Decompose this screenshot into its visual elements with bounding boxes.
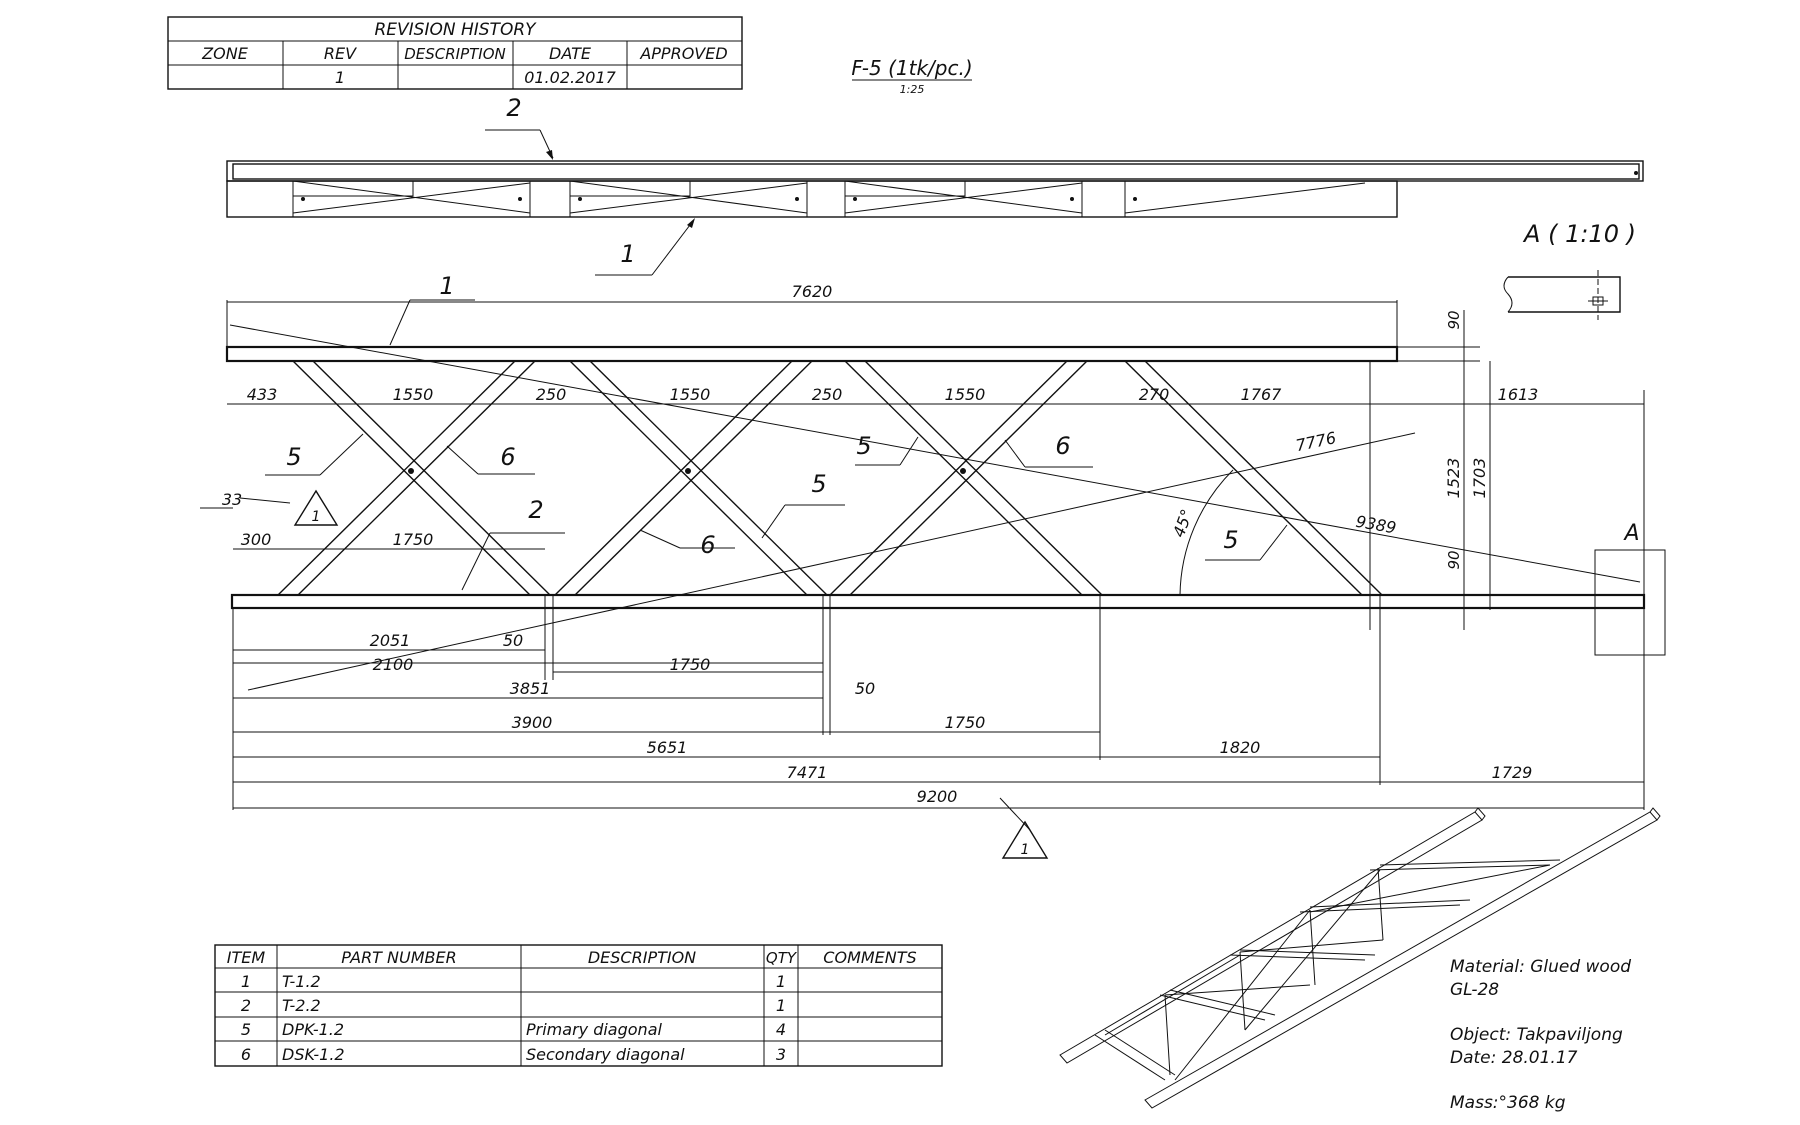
callout-2-top: 2 [506,94,521,122]
dim-1820: 1820 [1220,738,1261,757]
note-object: Object: Takpaviljong [1450,1025,1623,1045]
dim-1523: 1523 [1444,458,1463,499]
revision-table-title: REVISION HISTORY [374,20,537,40]
parts-row-3-qty: 4 [776,1020,786,1039]
callout-6-c: 6 [1055,432,1070,460]
dim-9200: 9200 [917,787,958,806]
parts-row-2-qty: 1 [776,996,786,1015]
callout-5-a: 5 [286,443,301,471]
callout-5-d: 5 [1223,526,1238,554]
parts-row-3-part: DPK-1.2 [282,1020,344,1039]
notes-block: Material: Glued wood GL-28 Object: Takpa… [1450,957,1631,1113]
dim-1750-b: 1750 [670,655,711,674]
dim-1550-a: 1550 [393,385,434,404]
dim-433: 433 [247,385,278,404]
dim-90-top: 90 [1445,310,1463,329]
dim-1767: 1767 [1241,385,1283,404]
dim-1729: 1729 [1492,763,1533,782]
revision-history-table: REVISION HISTORY ZONE REV DESCRIPTION DA… [167,16,743,90]
dim-90-bottom: 90 [1445,550,1463,569]
dim-9389: 9389 [1354,512,1397,538]
callout-6-a: 6 [500,443,515,471]
diagonals [277,360,1383,596]
dim-5651: 5651 [647,738,688,757]
view-title: F-5 (1tk/pc.) 1:25 [851,56,972,96]
dim-250-b: 250 [812,385,843,404]
rev-header-rev: REV [324,44,357,63]
dim-2051: 2051 [370,631,411,650]
parts-row-1-qty: 1 [776,972,786,991]
view-title-label: F-5 (1tk/pc.) [851,56,972,80]
dim-1613: 1613 [1498,385,1539,404]
dim-1550-b: 1550 [670,385,711,404]
dim-7620: 7620 [792,282,833,301]
dim-1750-a: 1750 [393,530,434,549]
rev-header-zone: ZONE [201,44,249,63]
parts-header-part-number: PART NUMBER [341,948,456,967]
parts-header-item: ITEM [227,948,266,967]
dim-3851: 3851 [510,679,551,698]
main-elevation: 1 1 A 1 5 6 2 6 5 5 6 5 7620 433 1550 25… [200,272,1666,859]
note-material-grade: GL-28 [1450,980,1499,1000]
callout-1-top: 1 [620,240,635,268]
dim-33: 33 [222,490,242,509]
detail-a: A ( 1:10 ) [1503,220,1636,320]
parts-row-4-item: 6 [241,1045,251,1064]
rev-cell-rev: 1 [335,68,345,87]
revision-marker-bottom: 1 [1021,842,1030,858]
bottom-chord [230,593,1646,610]
dim-1550-c: 1550 [945,385,986,404]
parts-header-qty: QTY [766,949,798,967]
isometric-view [1059,807,1661,1109]
parts-row-4-description: Secondary diagonal [526,1045,685,1064]
top-view: 2 1 [226,94,1644,276]
parts-row-1-item: 1 [241,972,251,991]
parts-header-description: DESCRIPTION [588,948,696,967]
dim-2100: 2100 [373,655,414,674]
callout-1-main: 1 [439,272,454,300]
rev-header-approved: APPROVED [639,44,727,63]
rev-header-description: DESCRIPTION [404,45,506,63]
dim-7471: 7471 [787,763,828,782]
callout-6-b: 6 [700,531,715,559]
note-mass: Mass:°368 kg [1450,1093,1566,1113]
parts-row-3-item: 5 [241,1020,251,1039]
dim-50-a: 50 [503,631,523,650]
top-chord [225,345,1399,363]
note-material: Material: Glued wood [1450,957,1631,977]
note-date: Date: 28.01.17 [1450,1048,1578,1068]
callout-2-main: 2 [528,496,543,524]
parts-list-table: ITEM PART NUMBER DESCRIPTION QTY COMMENT… [214,944,943,1067]
view-scale: 1:25 [900,83,925,96]
rev-cell-date: 01.02.2017 [524,68,616,87]
dim-300: 300 [241,530,272,549]
dim-250-a: 250 [536,385,567,404]
detail-title: A ( 1:10 ) [1522,220,1636,248]
callout-5-c: 5 [856,432,871,460]
dim-50-b: 50 [855,679,875,698]
dim-270: 270 [1139,385,1170,404]
dim-3900: 3900 [512,713,553,732]
parts-row-2-part: T-2.2 [282,996,321,1015]
rev-header-date: DATE [549,44,592,63]
parts-row-4-part: DSK-1.2 [282,1045,345,1064]
dim-angle-45: 45° [1169,507,1197,540]
callout-5-b: 5 [811,470,826,498]
detail-marker-a: A [1622,521,1639,546]
parts-row-2-item: 2 [241,996,251,1015]
dim-1750-c: 1750 [945,713,986,732]
revision-marker-left: 1 [312,509,321,525]
dim-1703: 1703 [1470,458,1489,499]
parts-row-4-qty: 3 [776,1045,786,1064]
parts-row-1-part: T-1.2 [282,972,321,991]
parts-row-3-description: Primary diagonal [526,1020,662,1039]
parts-header-comments: COMMENTS [823,948,916,967]
